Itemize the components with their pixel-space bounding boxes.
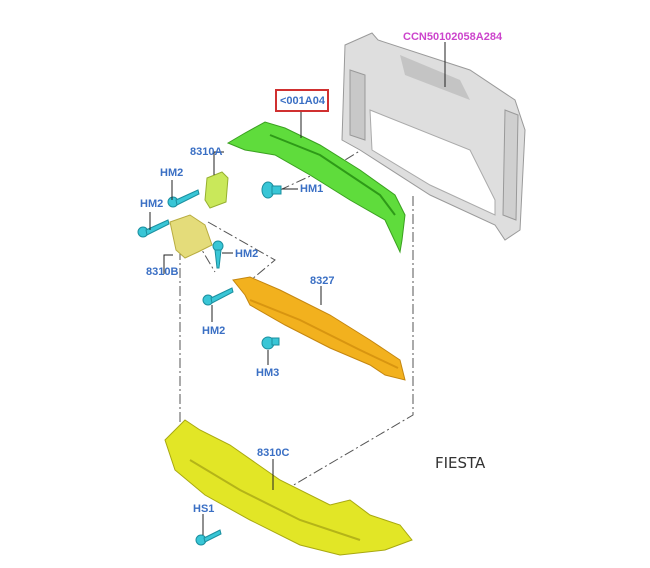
leader-lines xyxy=(149,42,446,535)
radiator-support-frame[interactable] xyxy=(341,32,526,241)
fastener-hm2-icon[interactable] xyxy=(167,189,200,208)
label-8310c[interactable]: 8310C xyxy=(257,447,289,459)
lower-deflector-8310c[interactable] xyxy=(164,419,413,556)
absorber-8327[interactable] xyxy=(232,276,406,381)
fastener-hm1-icon[interactable] xyxy=(261,181,282,199)
bracket-8310a[interactable] xyxy=(204,171,229,209)
label-hs1[interactable]: HS1 xyxy=(193,503,214,515)
bracket-8310b[interactable] xyxy=(169,214,213,259)
label-hm1[interactable]: HM1 xyxy=(300,183,323,195)
fastener-hm3-icon[interactable] xyxy=(261,336,280,350)
label-hm2[interactable]: HM2 xyxy=(140,198,163,210)
fastener-hm2-icon[interactable] xyxy=(202,287,234,306)
label-8327[interactable]: 8327 xyxy=(310,275,334,287)
label-8310a[interactable]: 8310A xyxy=(190,146,222,158)
label-hm3[interactable]: HM3 xyxy=(256,367,279,379)
fastener-hs1-icon[interactable] xyxy=(195,529,222,546)
fastener-hm2-icon[interactable] xyxy=(212,240,224,269)
label-hm2[interactable]: HM2 xyxy=(160,167,183,179)
model-name: FIESTA xyxy=(435,454,486,472)
label-hm2[interactable]: HM2 xyxy=(235,248,258,260)
label-hm2[interactable]: HM2 xyxy=(202,325,225,337)
label-upper-deflector[interactable]: <001A04 xyxy=(280,95,326,107)
label-radiator-support[interactable]: CCN50102058A284 xyxy=(403,31,503,43)
upper-deflector[interactable] xyxy=(226,121,406,254)
label-8310b[interactable]: 8310B xyxy=(146,266,178,278)
fastener-hm2-icon[interactable] xyxy=(137,219,170,238)
highlight-box xyxy=(275,89,329,112)
